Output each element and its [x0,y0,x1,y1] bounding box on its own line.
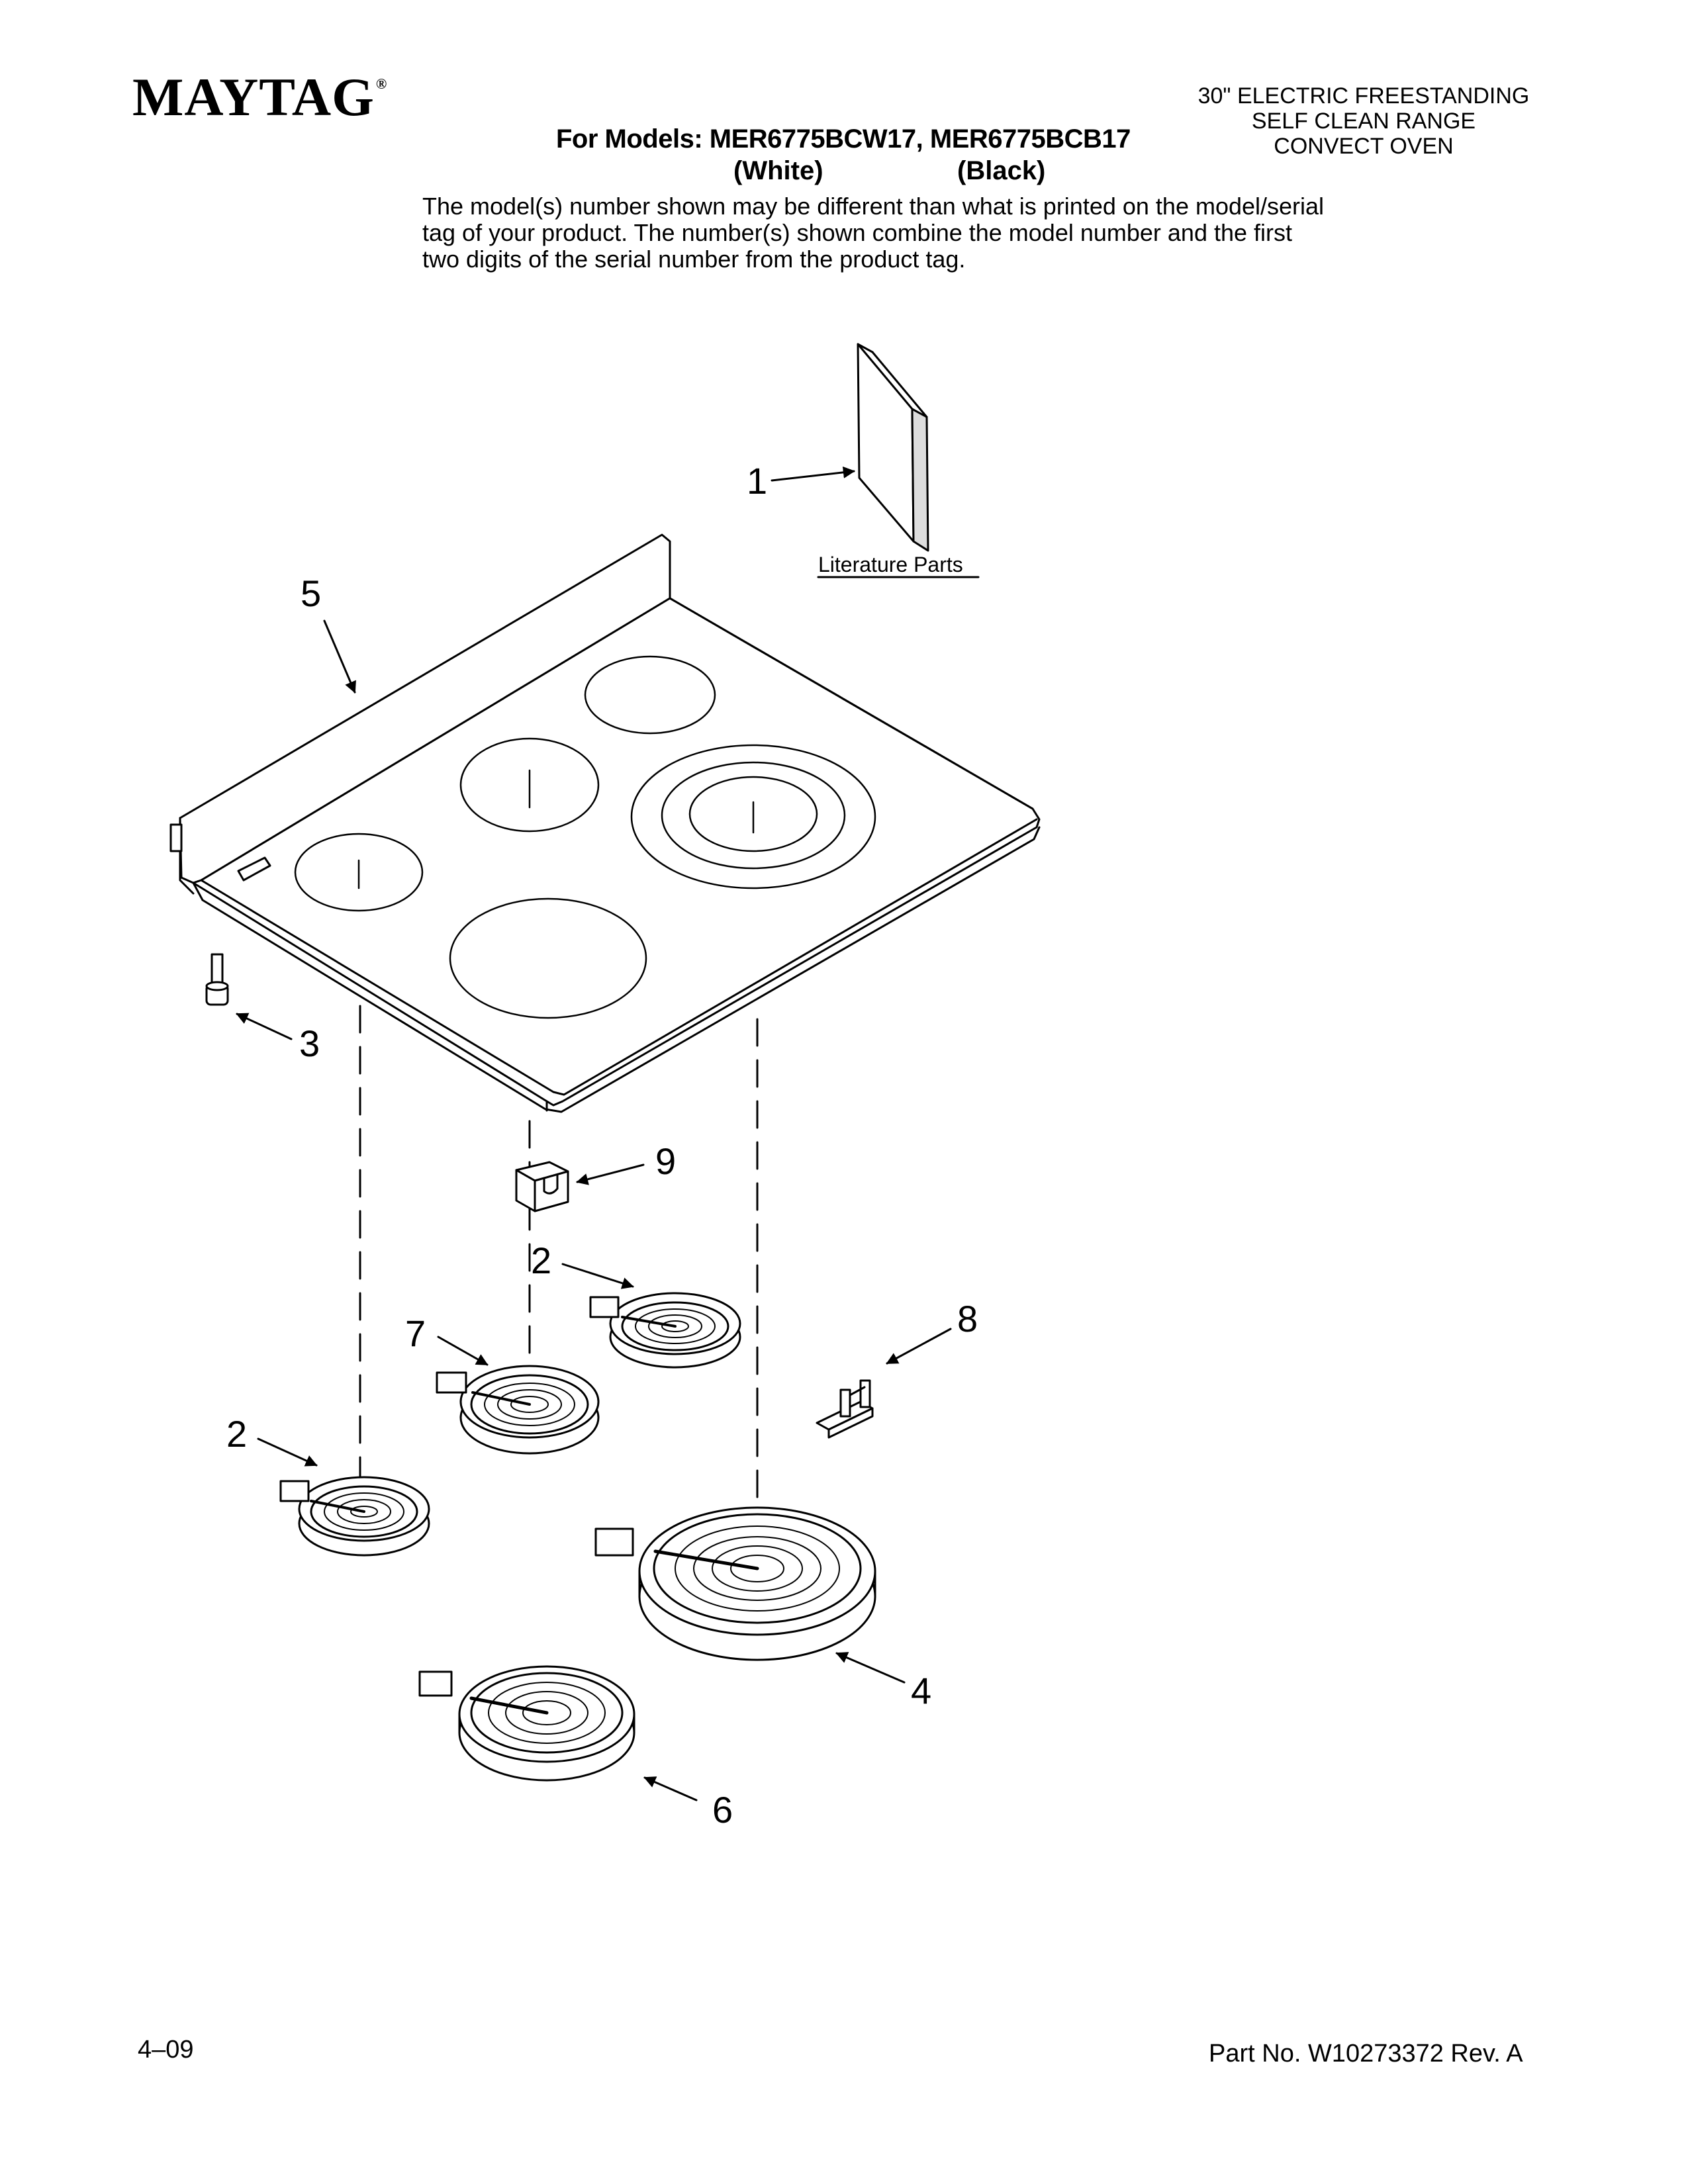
bracket [816,1379,874,1439]
callout-arrow [236,1013,293,1040]
product-description-line: CONVECT OVEN [1274,134,1454,159]
callout-arrow [835,1652,906,1684]
element-small-left [279,1476,430,1557]
callout-6: 6 [712,1789,733,1831]
color-label-black: (Black) [957,156,1046,185]
callout-8: 8 [957,1298,978,1340]
element-small-right [589,1292,741,1369]
literature-booklet [857,343,929,552]
cooktop [169,533,1041,1113]
callout-7: 7 [405,1312,426,1354]
callout-arrow [437,1336,489,1366]
registered-mark: ® [375,75,388,92]
part-number: Part No. W10273372 Rev. A [1209,2040,1523,2068]
callout-3: 3 [299,1023,320,1064]
callout-arrow [257,1437,318,1467]
callout-arrow [771,466,855,482]
callout-arrow [643,1776,698,1801]
brand-logo: MAYTAG® [132,66,387,128]
literature-parts-label: Literature Parts [818,553,963,576]
callout-arrow [561,1263,634,1289]
callout-arrow [323,619,356,694]
callout-arrow [576,1163,645,1185]
callout-4: 4 [911,1670,931,1711]
models-line: For Models: MER6775BCW17, MER6775BCB17 [556,124,1131,154]
callout-1: 1 [747,460,767,502]
element-medium [436,1365,600,1455]
product-description: 30" ELECTRIC FREESTANDING SELF CLEAN RAN… [1125,83,1602,159]
callout-5: 5 [301,572,321,614]
callout-9: 9 [655,1140,676,1182]
brand-name: MAYTAG [132,67,375,127]
element-dual-large [594,1506,876,1661]
block-spacer [515,1161,569,1212]
cooktop-burner-rings [294,655,876,1019]
knob-clip [205,953,229,1006]
color-label-white: (White) [733,156,823,185]
product-description-line: SELF CLEAN RANGE [1251,109,1476,134]
model-notice: The model(s) number shown may be differe… [422,193,1325,273]
callout-arrow [886,1328,952,1365]
element-large-front [418,1665,635,1782]
product-description-line: 30" ELECTRIC FREESTANDING [1197,83,1530,109]
callout-2: 2 [531,1240,551,1281]
callout-2-left: 2 [226,1413,247,1455]
date-code: 4–09 [138,2036,194,2064]
